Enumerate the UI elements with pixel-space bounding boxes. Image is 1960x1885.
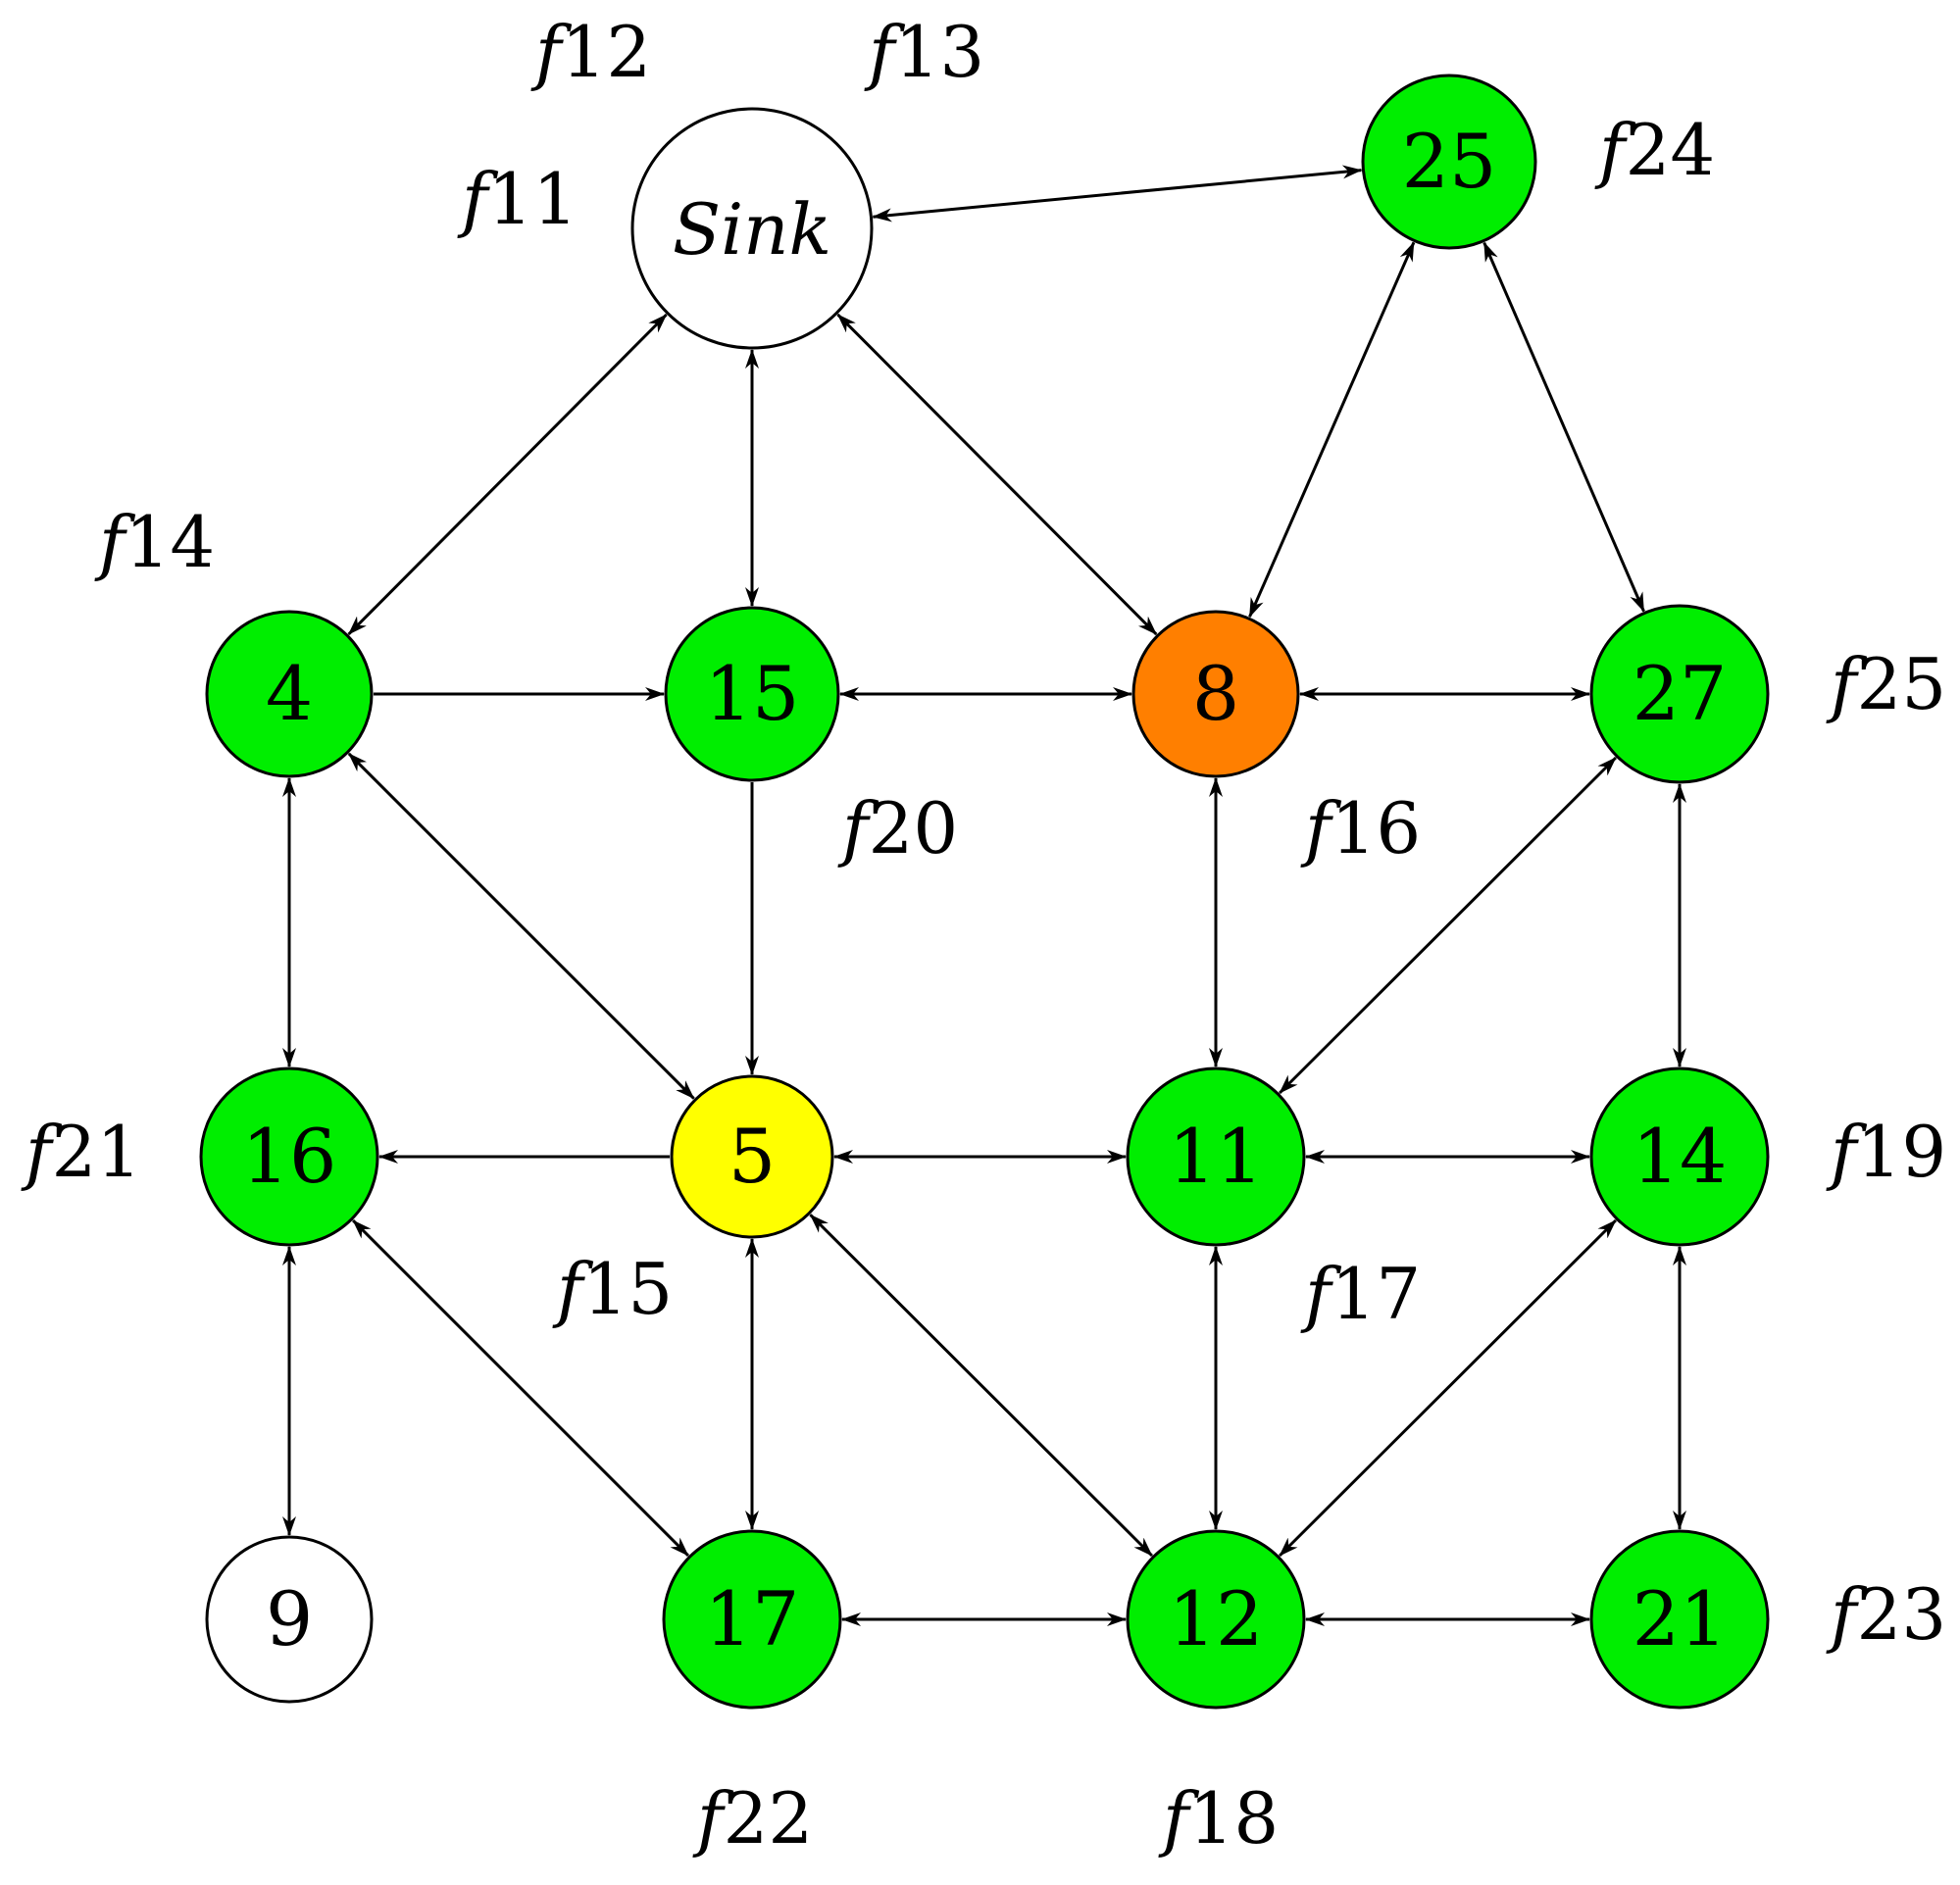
edge-n14-n12 [1279, 1218, 1617, 1558]
node-label-n17: 17 [705, 1575, 800, 1662]
face-label-number: 25 [1857, 643, 1947, 725]
node-label-sink: Sink [673, 188, 831, 271]
face-label-number: 19 [1857, 1111, 1947, 1193]
face-label-number: 16 [1332, 787, 1422, 869]
node-circle-n27 [1589, 604, 1770, 784]
edge-sink-n8 [836, 313, 1158, 636]
face-label-f14: f14 [94, 501, 215, 583]
node-label-n14: 14 [1633, 1113, 1728, 1200]
node-circle-n15 [664, 606, 840, 782]
face-labels-layer: f11 f12 f13 f24 f14 f25 f20 f16 f21 f19 f15 f17 f23 f… [21, 11, 1946, 1860]
node-circle-n21 [1589, 1529, 1770, 1710]
node-label-n9: 9 [266, 1575, 313, 1662]
face-label-number: 22 [724, 1777, 814, 1860]
node-n9: 9 [205, 1535, 374, 1704]
face-label-number: 15 [583, 1248, 674, 1330]
node-n25: 25 [1361, 74, 1537, 250]
node-n11: 11 [1126, 1067, 1306, 1247]
node-circle-n12 [1126, 1529, 1306, 1710]
node-label-n15: 15 [705, 650, 800, 737]
edges-layer [282, 165, 1686, 1626]
edge-n27-n11 [1279, 756, 1617, 1095]
node-circle-n16 [199, 1067, 379, 1247]
node-label-n11: 11 [1169, 1113, 1264, 1200]
node-circle-n11 [1126, 1067, 1306, 1247]
node-circle-n5 [670, 1074, 834, 1239]
face-label-number: 18 [1189, 1777, 1280, 1860]
face-label-number: 23 [1857, 1573, 1947, 1656]
node-label-n8: 8 [1192, 650, 1239, 737]
edge-n25-n8 [1248, 241, 1416, 619]
node-circle-n14 [1589, 1067, 1770, 1247]
face-label-f11: f11 [457, 158, 578, 240]
face-label-number: 13 [895, 11, 985, 93]
face-label-number: 11 [488, 158, 578, 240]
edge-sink-n25 [872, 165, 1363, 223]
face-label-f23: f23 [1826, 1573, 1946, 1656]
node-n4: 4 [205, 610, 374, 778]
face-label-f25: f25 [1826, 643, 1946, 725]
node-circle-n8 [1131, 610, 1300, 778]
face-label-f12: f12 [530, 11, 651, 93]
node-circle-n4 [205, 610, 374, 778]
edge-n5-n12 [809, 1214, 1153, 1558]
face-label-f19: f19 [1826, 1111, 1946, 1193]
node-label-n27: 27 [1633, 650, 1728, 737]
face-label-number: 24 [1626, 109, 1716, 191]
edge-n16-n17 [352, 1219, 689, 1557]
node-circle-n17 [662, 1529, 842, 1710]
edge-n25-n27 [1483, 241, 1645, 613]
face-label-number: 20 [869, 787, 959, 869]
nodes-layer: Sink 25 4 15 8 27 16 5 11 14 9 17 12 21 [199, 74, 1770, 1710]
node-n15: 15 [664, 606, 840, 782]
node-sink: Sink [630, 107, 874, 350]
node-n8: 8 [1131, 610, 1300, 778]
node-circle-n9 [205, 1535, 374, 1704]
node-n17: 17 [662, 1529, 842, 1710]
face-label-f13: f13 [864, 11, 984, 93]
face-label-number: 17 [1332, 1253, 1422, 1335]
node-n21: 21 [1589, 1529, 1770, 1710]
face-label-number: 12 [562, 11, 652, 93]
face-label-number: 21 [52, 1111, 142, 1193]
node-label-n21: 21 [1633, 1575, 1728, 1662]
node-n16: 16 [199, 1067, 379, 1247]
face-label-f16: f16 [1300, 787, 1421, 869]
node-n5: 5 [670, 1074, 834, 1239]
node-label-n16: 16 [242, 1113, 337, 1200]
node-label-n5: 5 [729, 1113, 776, 1200]
node-label-n25: 25 [1402, 118, 1497, 205]
node-n27: 27 [1589, 604, 1770, 784]
face-label-f20: f20 [837, 787, 958, 869]
edge-sink-n4 [347, 313, 668, 636]
face-label-number: 14 [126, 501, 216, 583]
face-label-f15: f15 [552, 1248, 673, 1330]
face-label-f22: f22 [692, 1777, 813, 1860]
face-label-f18: f18 [1158, 1777, 1279, 1860]
node-circle-sink [630, 107, 874, 350]
node-circle-n25 [1361, 74, 1537, 250]
face-label-f24: f24 [1594, 109, 1715, 191]
node-label-n4: 4 [266, 650, 313, 737]
node-n14: 14 [1589, 1067, 1770, 1247]
edge-n4-n5 [347, 752, 695, 1100]
face-label-f21: f21 [21, 1111, 141, 1193]
node-n12: 12 [1126, 1529, 1306, 1710]
node-label-n12: 12 [1169, 1575, 1264, 1662]
face-label-f17: f17 [1300, 1253, 1421, 1335]
